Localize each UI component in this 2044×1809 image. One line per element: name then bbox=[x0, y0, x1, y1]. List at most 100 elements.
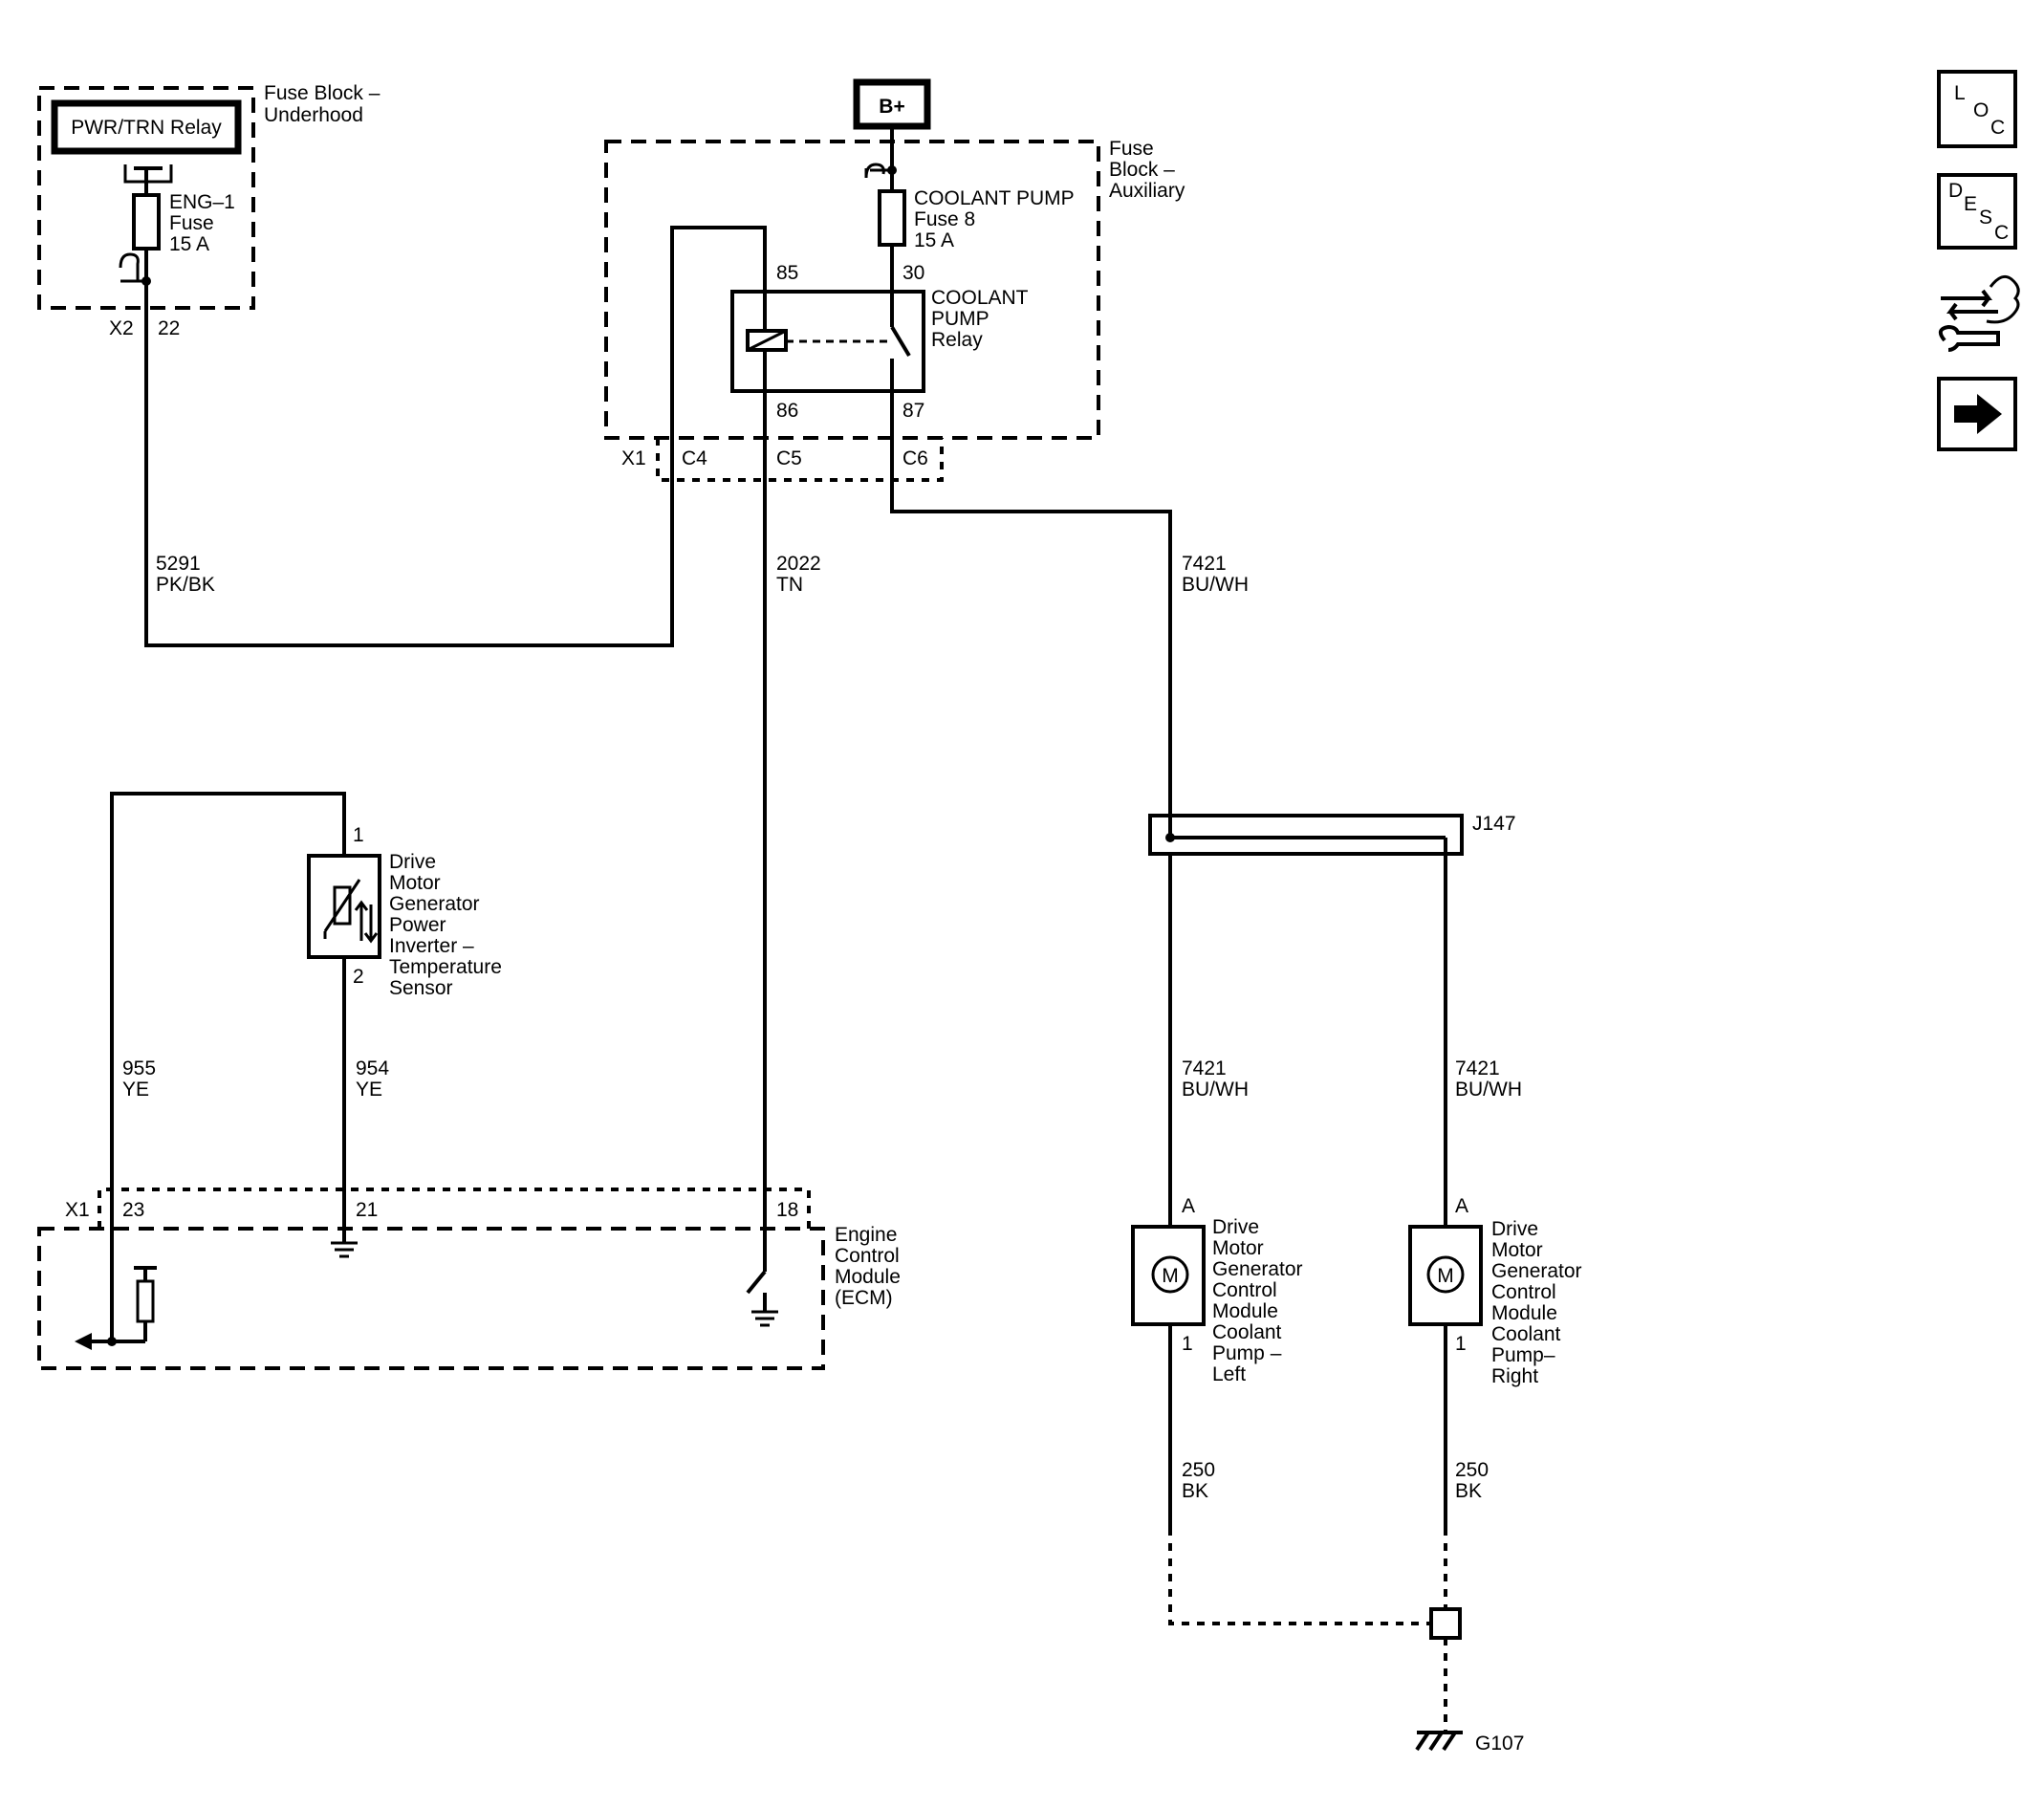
fuse-block-underhood-title-line1: Fuse Block – bbox=[264, 82, 381, 104]
ground-icon bbox=[751, 1310, 778, 1327]
temp-sensor-label-line2: Motor bbox=[389, 872, 441, 894]
connector-c5-label: C5 bbox=[776, 447, 802, 469]
temp-sensor-label-line7: Sensor bbox=[389, 977, 453, 999]
pump-left-pin-1: 1 bbox=[1182, 1333, 1193, 1355]
ecm-label-line4: (ECM) bbox=[835, 1287, 893, 1309]
connector-c6-label: C6 bbox=[902, 447, 928, 469]
loc-button[interactable]: L O C bbox=[1937, 70, 2017, 148]
connector-x1-ecm bbox=[98, 1188, 811, 1229]
coolant-pump-relay-box bbox=[730, 290, 925, 393]
ecm-pin-23: 23 bbox=[122, 1199, 144, 1221]
pump-left-label-line7: Pump – bbox=[1212, 1342, 1282, 1364]
pump-left-label-line4: Control bbox=[1212, 1279, 1277, 1301]
pump-left-label-line6: Coolant bbox=[1212, 1321, 1282, 1343]
pump-left-pin-a: A bbox=[1182, 1195, 1195, 1217]
connector-end-view-button[interactable] bbox=[1938, 274, 2020, 352]
relay-pin-85: 85 bbox=[776, 262, 798, 284]
loc-letter-o: O bbox=[1973, 99, 1989, 121]
temperature-sensor-box bbox=[307, 854, 381, 959]
wire-2022-number: 2022 bbox=[776, 553, 821, 575]
connector-x1-aux-label: X1 bbox=[621, 447, 646, 469]
temp-down-arrow-icon bbox=[363, 904, 379, 944]
battery-positive: B+ bbox=[853, 78, 931, 191]
wire-250-right-number: 250 bbox=[1455, 1459, 1489, 1481]
relay-pin-86: 86 bbox=[776, 400, 798, 422]
fuse-block-aux-boundary bbox=[604, 140, 1100, 440]
desc-letter-c: C bbox=[1994, 222, 2009, 244]
fuse-block-underhood-boundary bbox=[37, 86, 255, 310]
right-arrow-icon bbox=[1954, 394, 2002, 434]
desc-letter-e: E bbox=[1964, 193, 1977, 215]
side-nav: L O C D E S C bbox=[1937, 70, 2020, 451]
temp-sensor-label-line6: Temperature bbox=[389, 956, 502, 978]
pump-left-label-line3: Generator bbox=[1212, 1258, 1303, 1280]
wire-955-color: YE bbox=[122, 1079, 149, 1101]
eng1-fuse-label-line2: Fuse bbox=[169, 212, 214, 234]
wire-250-right-color: BK bbox=[1455, 1480, 1482, 1502]
ecm-boundary bbox=[37, 1227, 825, 1370]
battery-positive-label: B+ bbox=[879, 96, 904, 118]
temp-sensor-label-line5: Inverter – bbox=[389, 935, 474, 957]
pump-right-label-line3: Generator bbox=[1491, 1260, 1582, 1282]
temperature-sensor: 1 2 Drive Motor Generator Power Inverter… bbox=[110, 792, 502, 1341]
engine-control-module: X1 23 21 18 Engine Control Module (ECM) bbox=[37, 1188, 901, 1370]
coolant-pump-fuse-icon bbox=[878, 189, 906, 247]
splice-j147: J147 bbox=[1148, 813, 1516, 856]
fuse-block-underhood-title-line2: Underhood bbox=[264, 104, 363, 126]
pump-left-label-line5: Module bbox=[1212, 1300, 1278, 1322]
wire-954-number: 954 bbox=[356, 1057, 389, 1079]
coolant-pump-relay-label-line2: PUMP bbox=[931, 308, 989, 330]
coolant-pump-relay-label-line1: COOLANT bbox=[931, 287, 1029, 309]
connector-end-view-icon bbox=[1938, 274, 2020, 352]
terminal-icon bbox=[119, 252, 140, 281]
connector-c4-label: C4 bbox=[682, 447, 707, 469]
connector-x2-label: X2 bbox=[109, 317, 134, 339]
wire-5291 bbox=[144, 226, 767, 647]
fuse-block-aux-title-line1: Fuse bbox=[1109, 138, 1154, 160]
temp-sensor-label-line3: Generator bbox=[389, 893, 480, 915]
ecm-pin-18: 18 bbox=[776, 1199, 798, 1221]
loc-letter-c: C bbox=[1990, 117, 2005, 139]
next-page-button[interactable] bbox=[1937, 377, 2017, 451]
fuse-block-underhood: Fuse Block – Underhood PWR/TRN Relay ENG… bbox=[37, 82, 381, 392]
pump-left-motor-symbol: M bbox=[1162, 1265, 1179, 1287]
pump-right-label-line5: Module bbox=[1491, 1302, 1557, 1324]
ecm-label-line1: Engine bbox=[835, 1224, 897, 1246]
wire-5291-color: PK/BK bbox=[156, 574, 215, 596]
ecm-label-line3: Module bbox=[835, 1266, 901, 1288]
wire-7421-color: BU/WH bbox=[1182, 574, 1249, 596]
pwr-trn-relay-box bbox=[51, 99, 242, 155]
wire-7421-right-number: 7421 bbox=[1455, 1057, 1500, 1079]
ground-path-left bbox=[1168, 1528, 1431, 1625]
connector-x1-ecm-label: X1 bbox=[65, 1199, 90, 1221]
wire-955-number: 955 bbox=[122, 1057, 156, 1079]
pwr-trn-relay-label: PWR/TRN Relay bbox=[71, 117, 222, 139]
pump-right-label-line1: Drive bbox=[1491, 1218, 1538, 1240]
wire-250-left-color: BK bbox=[1182, 1480, 1208, 1502]
desc-letter-s: S bbox=[1979, 207, 1992, 229]
temp-sensor-label-line4: Power bbox=[389, 914, 446, 936]
wire-2022-color: TN bbox=[776, 574, 803, 596]
splice-j147-box bbox=[1148, 814, 1464, 856]
ground-icon bbox=[331, 1241, 358, 1258]
pullup-resistor-icon bbox=[136, 1279, 155, 1323]
ground-g107-label: G107 bbox=[1475, 1733, 1524, 1755]
coolant-pump-fuse-label-line2: Fuse 8 bbox=[914, 208, 975, 230]
pump-right-label-line6: Coolant bbox=[1491, 1323, 1561, 1345]
relay-switch-contact-icon bbox=[890, 325, 911, 358]
wire-5291-number: 5291 bbox=[156, 553, 201, 575]
pump-right-label-line4: Control bbox=[1491, 1281, 1556, 1303]
ecm-pin-21: 21 bbox=[356, 1199, 378, 1221]
splice-j147-label: J147 bbox=[1472, 813, 1516, 835]
desc-letter-d: D bbox=[1948, 180, 1963, 202]
temp-up-arrow-icon bbox=[354, 900, 369, 941]
temp-sensor-pin-1: 1 bbox=[353, 824, 364, 846]
fuse-block-auxiliary: Fuse Block – Auxiliary COOLANT PUMP Fuse… bbox=[604, 138, 1185, 482]
chassis-ground-g107: G107 bbox=[1415, 1731, 1524, 1755]
desc-button[interactable]: D E S C bbox=[1937, 173, 2017, 250]
eng1-fuse-label-line1: ENG–1 bbox=[169, 191, 235, 213]
wire-954-color: YE bbox=[356, 1079, 382, 1101]
thermistor-icon bbox=[333, 885, 352, 926]
pump-left-label-line8: Left bbox=[1212, 1363, 1246, 1385]
